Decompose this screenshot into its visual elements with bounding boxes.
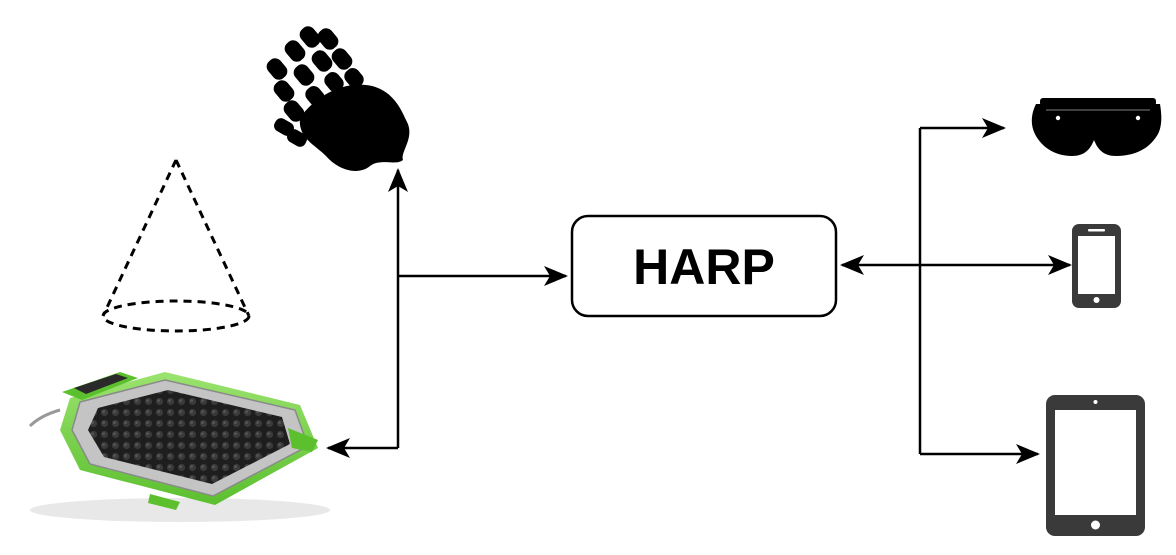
hub-label: HARP [633, 239, 775, 295]
glove-icon [266, 26, 410, 171]
tablet-icon [1046, 395, 1145, 536]
harp-hub: HARP [570, 214, 838, 318]
output-connector [840, 118, 1072, 464]
tactile-pad-icon [28, 372, 330, 522]
ar-headset-icon [1031, 98, 1162, 156]
smartphone-icon [1072, 224, 1121, 308]
input-connector [326, 168, 568, 458]
cone-icon [101, 159, 251, 333]
